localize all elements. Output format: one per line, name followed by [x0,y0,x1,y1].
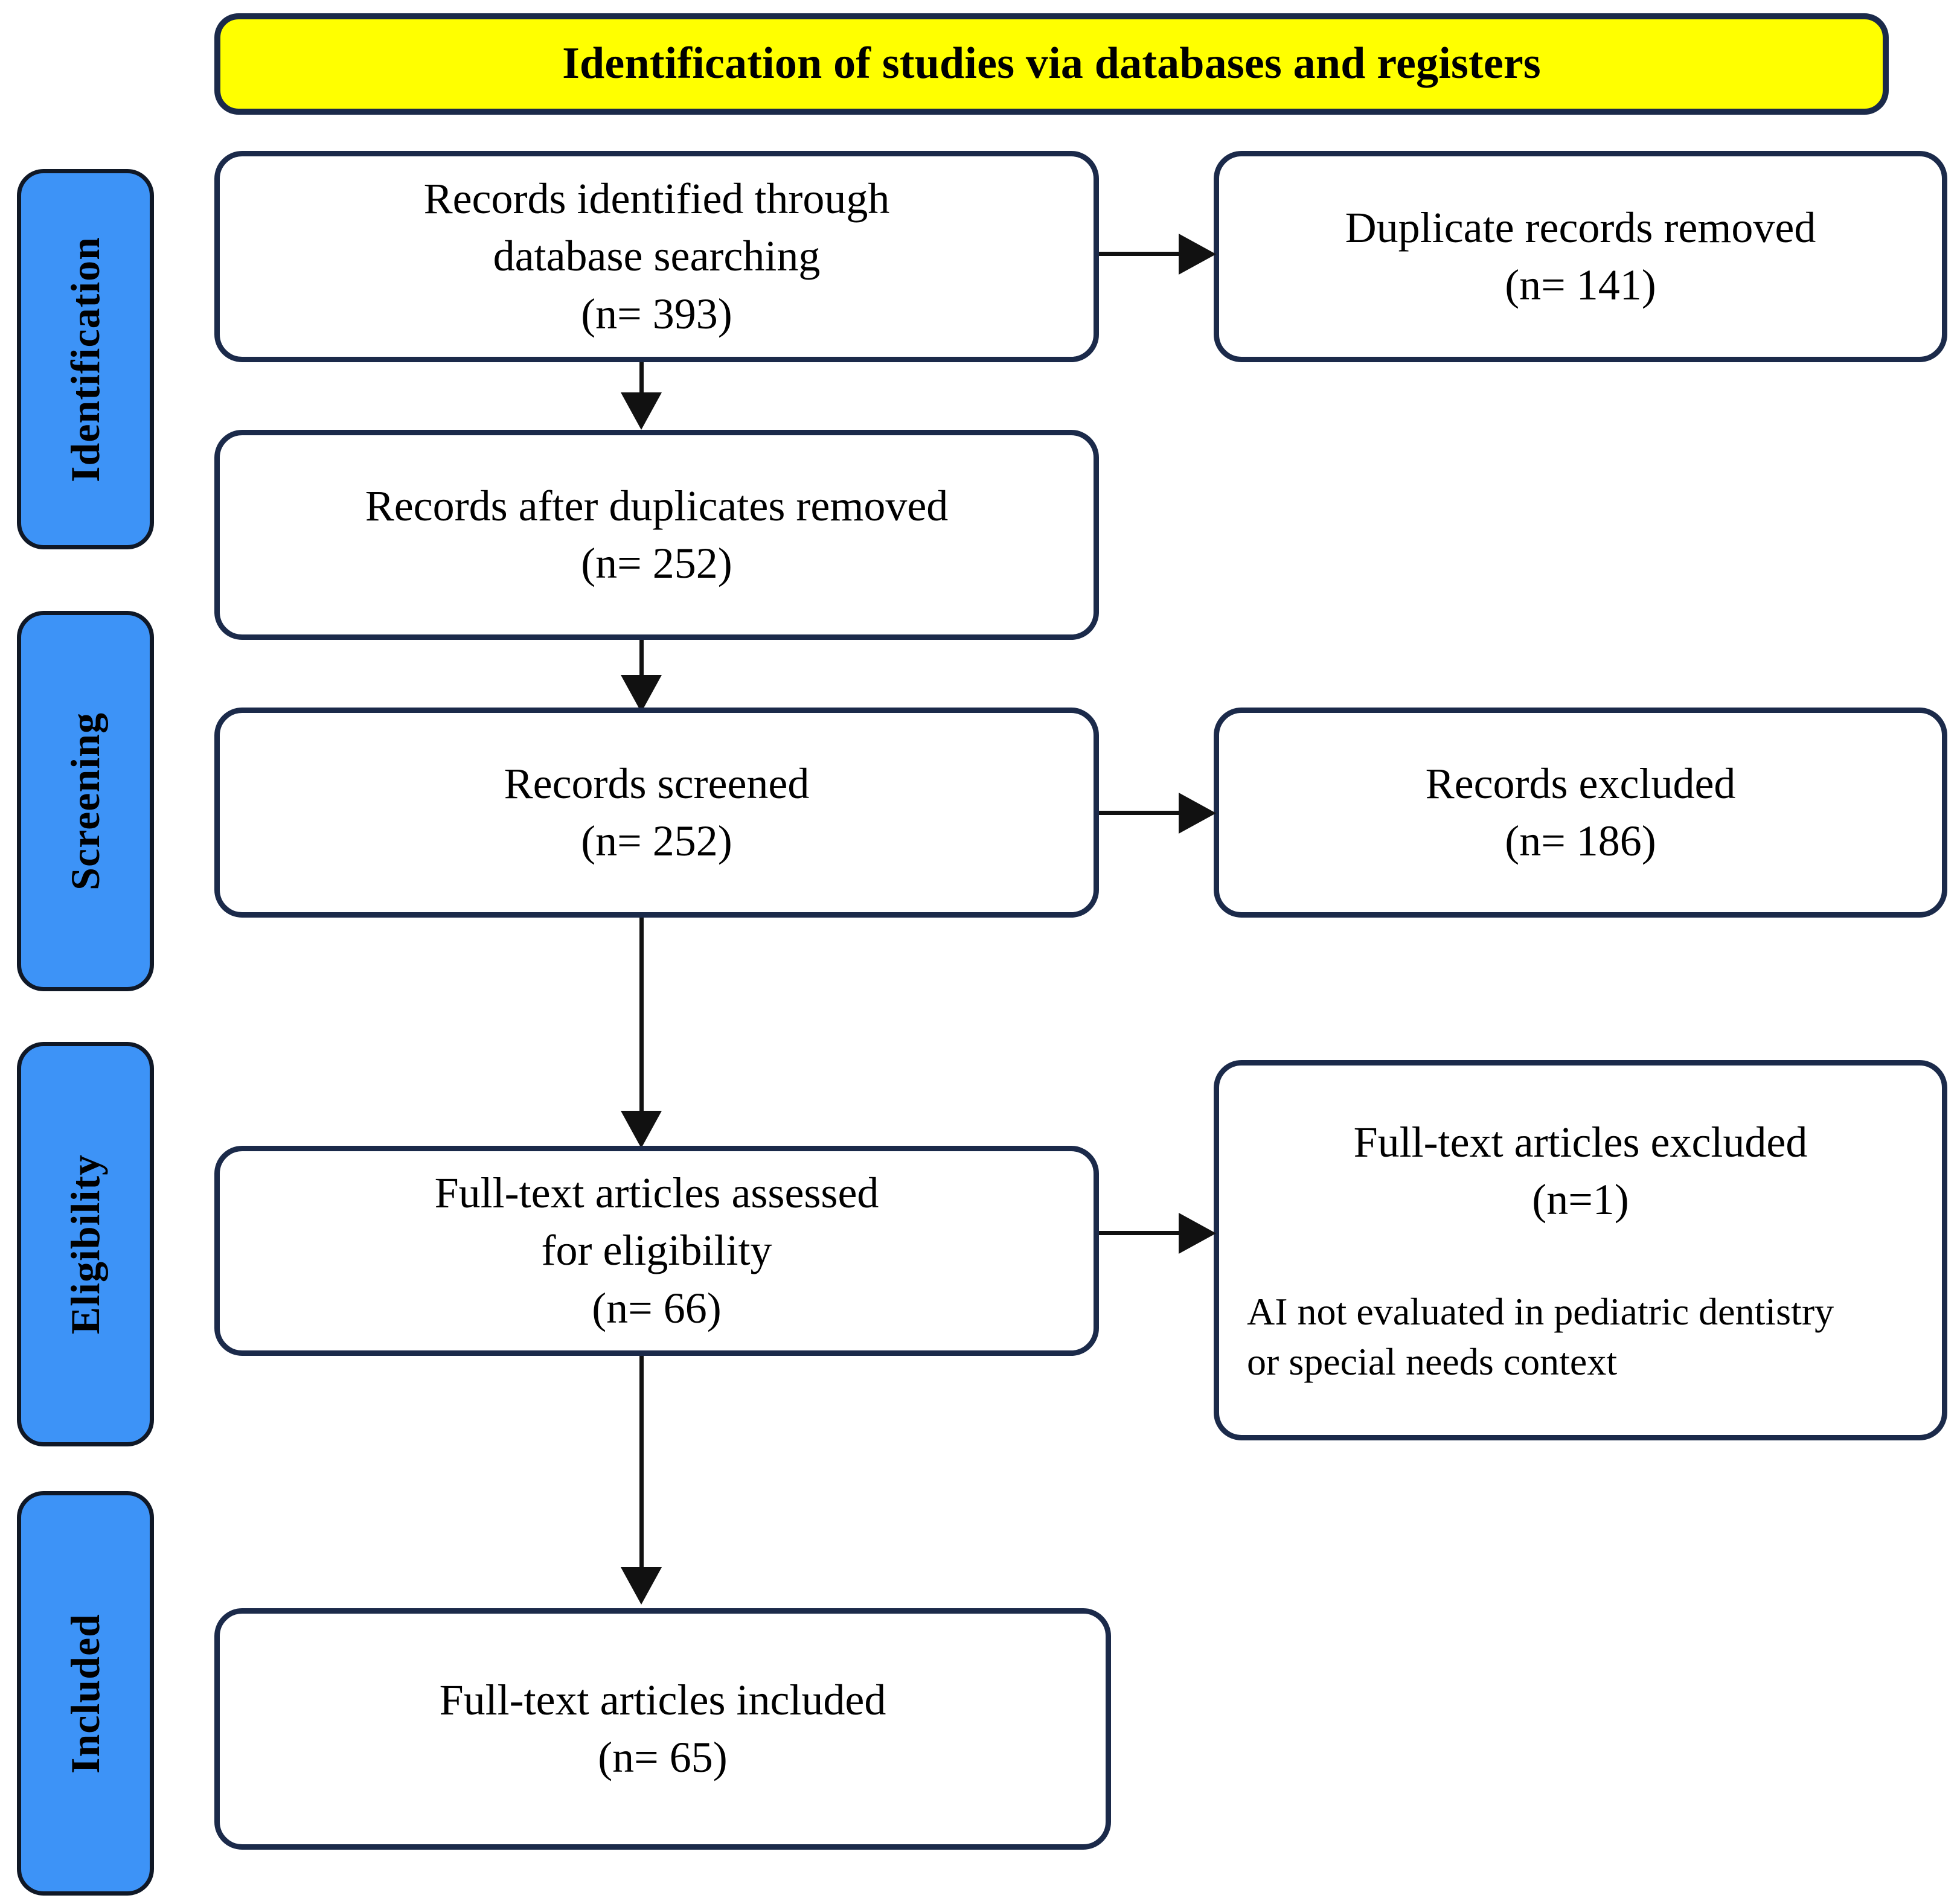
connector-identified-to-duplicates-arrowhead [1179,234,1216,275]
stage-label-identification: Identification [62,236,108,482]
stage-screening: Screening [17,611,154,991]
diagram-title-banner: Identification of studies via databases … [214,13,1889,115]
box-fulltext-excluded-lead: Full-text articles excluded (n=1) [1353,1117,1808,1224]
box-duplicate-records-removed-text: Duplicate records removed (n= 141) [1345,203,1816,309]
connector-identified-to-duplicates-line [1099,252,1183,256]
connector-assessed-to-included-arrowhead [621,1567,662,1605]
stage-label-screening: Screening [62,712,108,890]
connector-screened-to-excluded-line [1099,811,1183,815]
box-records-excluded: Records excluded (n= 186) [1214,708,1947,918]
connector-after-duplicates-to-screened-line [639,640,644,683]
box-records-screened-text: Records screened (n= 252) [504,759,810,865]
connector-assessed-to-included-line [639,1356,644,1573]
box-fulltext-excluded-detail: AI not evaluated in pediatric dentistry … [1247,1289,1834,1384]
stage-label-included: Included [62,1613,108,1774]
connector-identified-to-after-duplicates-line [639,362,644,400]
stage-label-eligibility: Eligibility [62,1154,108,1335]
box-duplicate-records-removed: Duplicate records removed (n= 141) [1214,151,1947,362]
connector-screened-to-assessed-line [639,918,644,1123]
box-fulltext-assessed-text: Full-text articles assessed for eligibil… [434,1169,879,1332]
stage-included: Included [17,1491,154,1896]
box-records-screened: Records screened (n= 252) [214,708,1099,918]
connector-identified-to-after-duplicates-arrowhead [621,392,662,430]
connector-after-duplicates-to-screened-arrowhead [621,675,662,712]
connector-assessed-to-fulltext-excluded-line [1099,1231,1190,1235]
box-records-excluded-text: Records excluded (n= 186) [1425,759,1736,865]
box-fulltext-included: Full-text articles included (n= 65) [214,1608,1111,1850]
box-fulltext-included-text: Full-text articles included (n= 65) [439,1675,886,1781]
diagram-title-text: Identification of studies via databases … [562,39,1541,89]
connector-screened-to-assessed-arrowhead [621,1111,662,1148]
box-records-after-duplicates-text: Records after duplicates removed (n= 252… [365,481,949,587]
box-records-identified-text: Records identified through database sear… [423,174,890,338]
box-records-identified: Records identified through database sear… [214,151,1099,362]
box-fulltext-excluded: Full-text articles excluded (n=1) AI not… [1214,1060,1947,1440]
box-records-after-duplicates: Records after duplicates removed (n= 252… [214,430,1099,640]
box-fulltext-excluded-content: Full-text articles excluded (n=1) AI not… [1219,1114,1942,1387]
box-fulltext-assessed: Full-text articles assessed for eligibil… [214,1146,1099,1356]
connector-screened-to-excluded-arrowhead [1179,793,1216,834]
stage-eligibility: Eligibility [17,1042,154,1446]
stage-identification: Identification [17,169,154,549]
connector-assessed-to-fulltext-excluded-arrowhead [1179,1213,1216,1254]
